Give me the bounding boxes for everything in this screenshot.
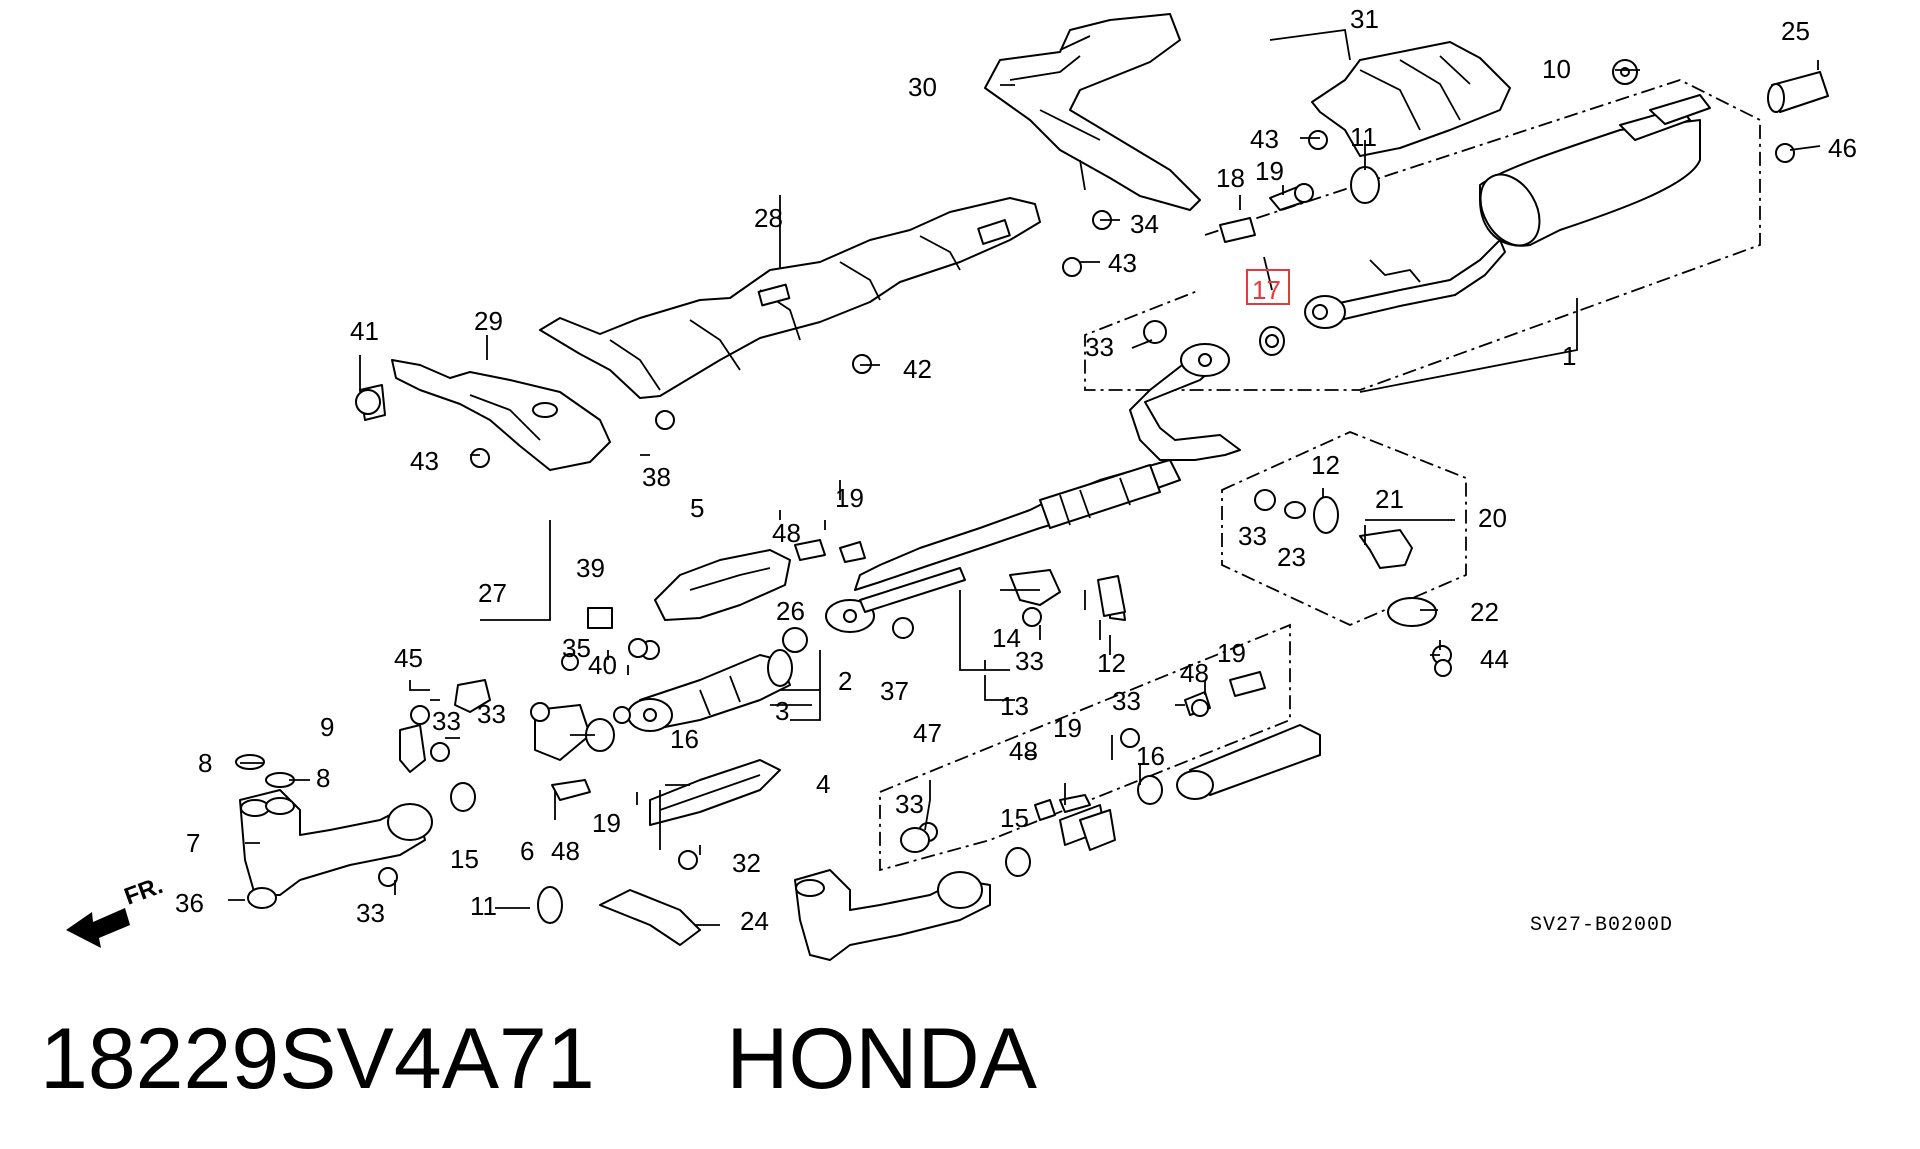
callout-43b: 43 (1108, 248, 1137, 278)
under-cover-4 (649, 759, 781, 826)
callout-15b: 15 (1000, 803, 1029, 833)
heat-shield-30 (984, 13, 1201, 211)
callout-21: 21 (1375, 484, 1404, 514)
callout-19d: 19 (1053, 713, 1082, 743)
callout-8a: 8 (198, 748, 212, 778)
callout-20: 20 (1478, 503, 1507, 533)
callout-33a: 33 (1085, 332, 1114, 362)
callout-33h: 33 (1112, 686, 1141, 716)
callout-33e: 33 (477, 699, 506, 729)
highlight-box (1246, 269, 1290, 305)
heat-shield-28 (539, 197, 1041, 399)
callout-12a: 12 (1311, 450, 1340, 480)
callout-48a: 48 (772, 518, 801, 548)
callout-45: 45 (394, 643, 423, 673)
callout-36: 36 (175, 888, 204, 918)
callout-29: 29 (474, 306, 503, 336)
callout-1: 1 (1562, 341, 1576, 371)
callout-19e: 19 (1217, 638, 1246, 668)
callout-38: 38 (642, 462, 671, 492)
callout-7: 7 (186, 828, 200, 858)
callout-6: 6 (520, 836, 534, 866)
callout-32: 32 (732, 848, 761, 878)
callout-16a: 16 (670, 724, 699, 754)
callout-33g: 33 (895, 789, 924, 819)
callout-33b: 33 (1238, 521, 1267, 551)
brand-name: HONDA (726, 1011, 1037, 1107)
callout-10: 10 (1542, 54, 1571, 84)
centre-pipe-resonator (825, 343, 1241, 633)
callout-37: 37 (880, 676, 909, 706)
drawing-code: SV27-B0200D (1530, 914, 1673, 937)
small-fasteners (235, 59, 1829, 946)
callout-13: 13 (1000, 691, 1029, 721)
callout-19a: 19 (1255, 156, 1284, 186)
callout-2: 2 (838, 666, 852, 696)
hanger-bracket-assembly-20 (1221, 431, 1467, 626)
callout-labels: 1 2 3 4 5 6 7 8 8 9 10 11 11 12 12 13 14… (175, 4, 1857, 936)
callout-48d: 48 (1180, 658, 1209, 688)
muffler-assembly-1 (1084, 79, 1761, 391)
callout-18: 18 (1216, 163, 1245, 193)
callout-46: 46 (1828, 133, 1857, 163)
callout-15a: 15 (450, 844, 479, 874)
callout-5: 5 (690, 493, 704, 523)
callout-11b: 11 (470, 891, 497, 921)
part-number: 18229SV4A71 (40, 1011, 595, 1107)
callout-35: 35 (562, 633, 591, 663)
catalytic-converter-2 (627, 649, 793, 732)
callout-25: 25 (1781, 16, 1810, 46)
callout-39: 39 (576, 553, 605, 583)
callout-19c: 19 (592, 808, 621, 838)
callout-47: 47 (913, 718, 942, 748)
callout-9: 9 (320, 712, 334, 742)
front-arrow-icon: FR. (66, 872, 166, 948)
callout-43c: 43 (410, 446, 439, 476)
callout-8b: 8 (316, 763, 330, 793)
callout-14: 14 (992, 623, 1021, 653)
callout-22: 22 (1470, 597, 1499, 627)
callout-33f: 33 (356, 898, 385, 928)
callout-26: 26 (776, 596, 805, 626)
callout-11a: 11 (1350, 122, 1377, 152)
callout-43a: 43 (1250, 124, 1279, 154)
front-indicator-label: FR. (121, 872, 167, 911)
part-footer: 18229SV4A71 HONDA (40, 1010, 1037, 1109)
heat-shield-29 (391, 359, 611, 471)
leader-lines (228, 28, 1821, 926)
callout-19b: 19 (835, 483, 864, 513)
callout-31: 31 (1350, 4, 1379, 34)
callout-12b: 12 (1097, 648, 1126, 678)
callout-24: 24 (740, 906, 769, 936)
callout-28: 28 (754, 203, 783, 233)
converter-cover-5 (654, 549, 791, 621)
callout-4: 4 (816, 769, 830, 799)
callout-34: 34 (1130, 209, 1159, 239)
callout-3: 3 (775, 696, 789, 726)
exhaust-pipe-47 (794, 623, 1321, 961)
callout-40: 40 (588, 650, 617, 680)
callout-16b: 16 (1136, 741, 1165, 771)
callout-48c: 48 (1009, 736, 1038, 766)
exhaust-pipe-7 (239, 789, 433, 896)
callout-17: 17 (1252, 275, 1281, 305)
callout-33d: 33 (432, 706, 461, 736)
heat-shield-31 (1311, 41, 1511, 157)
callout-33c: 33 (1015, 646, 1044, 676)
callout-41: 41 (350, 316, 379, 346)
callout-30: 30 (908, 72, 937, 102)
callout-44: 44 (1480, 644, 1509, 674)
callout-27: 27 (478, 578, 507, 608)
callout-42: 42 (903, 354, 932, 384)
callout-23: 23 (1277, 542, 1306, 572)
callout-48b: 48 (551, 836, 580, 866)
